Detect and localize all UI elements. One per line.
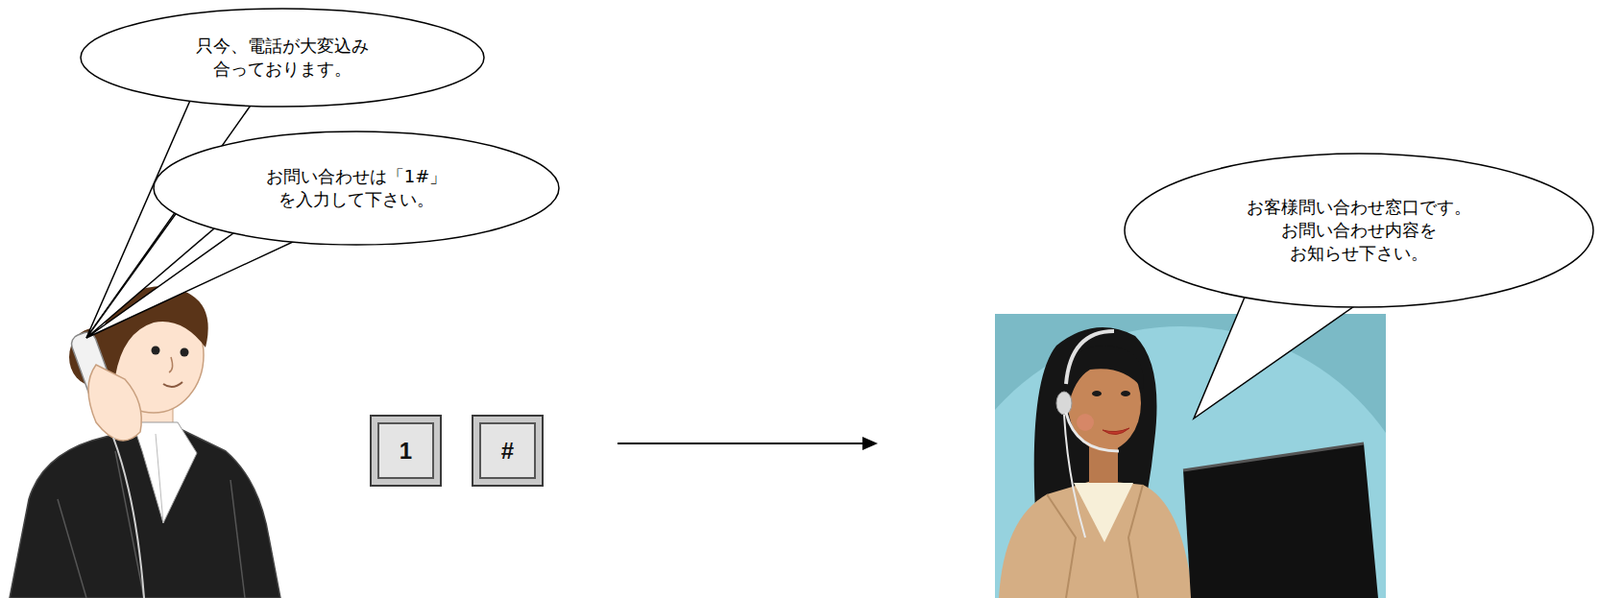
key-button: # xyxy=(471,414,544,487)
text-group: お問い合わせは「1#」 を入力して下さい。 xyxy=(248,165,465,213)
bubble-text: お客様問い合わせ窓口です。 お問い合わせ内容を お知らせ下さい。 xyxy=(1242,195,1477,267)
bubble-text: お問い合わせは「1#」 を入力して下さい。 xyxy=(248,165,465,213)
speech-bubble: 只今、電話が大変込み 合っております。 xyxy=(79,7,485,108)
text-group: 1 xyxy=(399,437,413,465)
text-group: 只今、電話が大変込み 合っております。 xyxy=(187,34,378,82)
key-label: # xyxy=(501,437,514,465)
caller-figure xyxy=(9,286,281,598)
speech-bubble: お客様問い合わせ窓口です。 お問い合わせ内容を お知らせ下さい。 xyxy=(1123,152,1595,309)
bubble-outline xyxy=(79,7,485,108)
operator-picture xyxy=(931,314,1431,598)
text-group: # xyxy=(501,437,514,465)
key-label: 1 xyxy=(399,437,413,465)
speech-bubble: お問い合わせは「1#」 を入力して下さい。 xyxy=(152,130,560,246)
text-group: お客様問い合わせ窓口です。 お問い合わせ内容を お知らせ下さい。 xyxy=(1242,195,1477,267)
flow-arrow xyxy=(617,436,878,451)
bubble-outline xyxy=(152,130,560,246)
bubble-text: 只今、電話が大変込み 合っております。 xyxy=(187,34,378,82)
key-button: 1 xyxy=(369,414,442,487)
